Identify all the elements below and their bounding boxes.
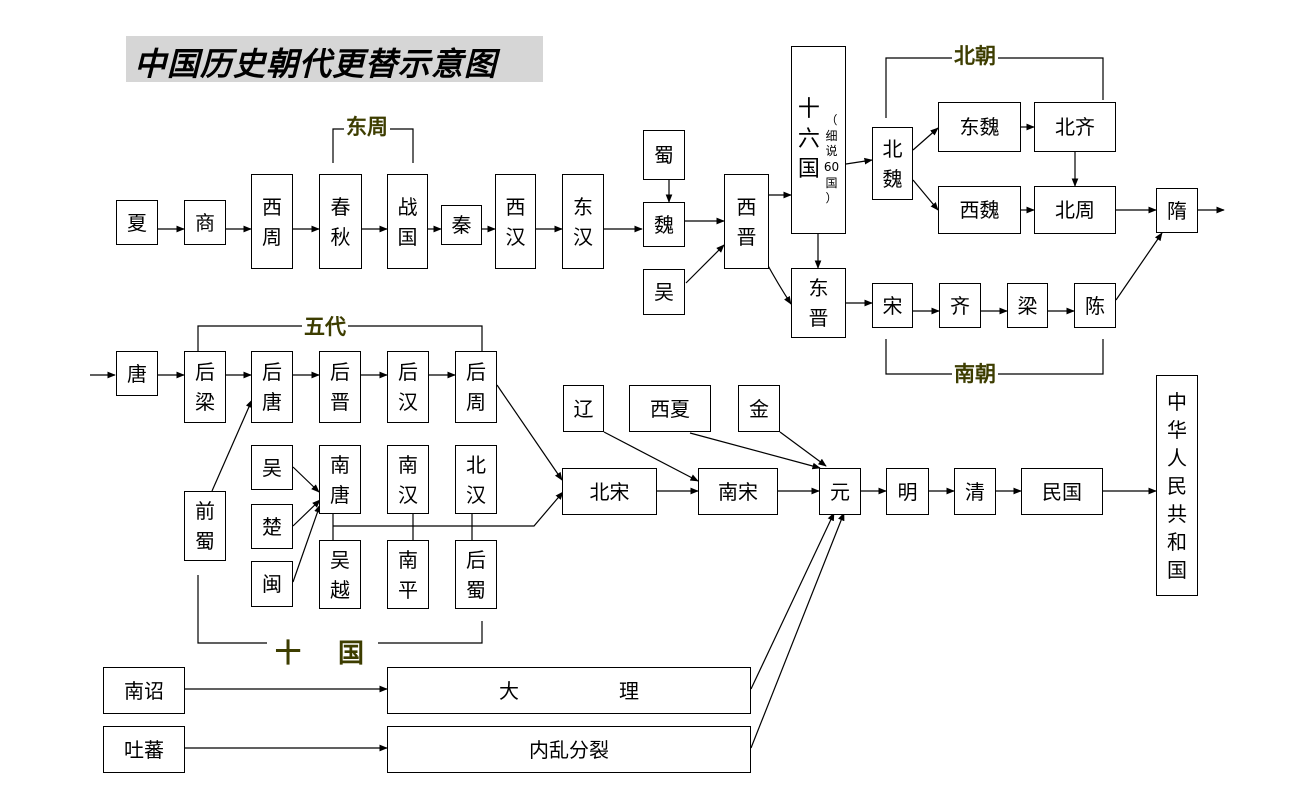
node-houshu: 后 蜀: [455, 540, 497, 609]
arrow-chu-nantang: [292, 499, 321, 527]
arrow-shiliuguo-beiwei: [845, 157, 873, 165]
node-houhan: 后 汉: [387, 351, 429, 423]
node-chunqiu: 春 秋: [319, 174, 362, 269]
group-label-beichao: 北朝: [952, 40, 998, 70]
node-jin: 金: [738, 385, 780, 432]
node-xiwei: 西魏: [938, 186, 1021, 234]
node-qing: 清: [954, 468, 996, 515]
group-label-dongzhou: 东周: [344, 111, 390, 141]
node-dongwei: 东魏: [938, 102, 1021, 152]
arrow-houzhou-beisong: [496, 384, 563, 481]
node-wu-ten: 吴: [251, 445, 293, 490]
node-xixia: 西夏: [629, 385, 711, 432]
node-nansong: 南宋: [698, 468, 778, 515]
node-beizhou: 北周: [1034, 186, 1116, 234]
node-wuyue: 吴 越: [319, 540, 361, 609]
node-song-s: 宋: [872, 283, 913, 328]
node-min-ten: 闽: [251, 561, 293, 607]
group-label-wudai: 五代: [302, 311, 348, 341]
arrow-min-nantang: [292, 504, 321, 583]
diagram-title: 中国历史朝代更替示意图: [134, 45, 498, 83]
node-shu: 蜀: [643, 130, 685, 180]
node-beiqi: 北齐: [1034, 102, 1116, 152]
node-xia: 夏: [116, 200, 158, 245]
node-chen-s: 陈: [1074, 283, 1116, 328]
node-houliang: 后 梁: [184, 351, 226, 423]
node-minguo: 民国: [1021, 468, 1103, 515]
node-xijin: 西 晋: [724, 174, 769, 269]
node-nanzhao: 南诏: [103, 667, 185, 714]
arrow-jin-yuan: [779, 431, 827, 467]
title-banner: 中国历史朝代更替示意图: [126, 36, 543, 83]
node-xizhou: 西 周: [251, 174, 293, 269]
arrow-neiluan-yuan: [750, 512, 845, 749]
arrow-qianshu-houtang: [211, 399, 253, 492]
arrow-wu-nantang: [292, 466, 320, 493]
node-shiliuguo-note: （ 细 说 60 国 ）: [823, 113, 840, 206]
node-shang: 商: [184, 200, 226, 245]
node-xihan: 西 汉: [495, 174, 536, 269]
arrow-beiwei-dongwei: [912, 127, 939, 151]
arrow-beiwei-xiwei: [912, 179, 939, 211]
node-qianshu: 前 蜀: [184, 491, 226, 561]
node-nantang: 南 唐: [319, 445, 361, 514]
node-houjin: 后 晋: [319, 351, 361, 423]
arrow-wu-xijin: [685, 244, 725, 284]
arrow-dali-yuan: [750, 512, 835, 690]
node-tubo: 吐蕃: [103, 726, 185, 773]
group-label-nanchao: 南朝: [952, 358, 998, 388]
arrow-ten-beisong: [333, 491, 564, 527]
node-qi-s: 齐: [939, 283, 981, 328]
node-tang: 唐: [116, 351, 158, 396]
node-liao: 辽: [563, 385, 604, 432]
node-houtang: 后 唐: [251, 351, 293, 423]
node-nanping: 南 平: [387, 540, 429, 609]
node-zhanguo: 战 国: [387, 174, 428, 269]
arrow-chen-sui: [1115, 232, 1163, 301]
arrow-xijin-dongjin: [765, 261, 792, 305]
node-wu: 吴: [643, 269, 685, 315]
node-wei: 魏: [643, 202, 685, 247]
node-shiliuguo: 十 六 国 （ 细 说 60 国 ）: [791, 46, 846, 234]
node-beiwei: 北 魏: [872, 127, 913, 200]
node-beisong: 北宋: [562, 468, 657, 515]
node-houzhou: 后 周: [455, 351, 497, 423]
node-donghan: 东 汉: [562, 174, 604, 269]
node-nanhan: 南 汉: [387, 445, 429, 514]
node-shiliuguo-label: 十 六 国: [797, 97, 820, 182]
node-prc: 中 华 人 民 共 和 国: [1156, 375, 1198, 596]
node-qin: 秦: [441, 205, 482, 245]
node-ming: 明: [886, 468, 929, 515]
arrow-liao-nansong: [603, 431, 699, 482]
node-liang-s: 梁: [1007, 283, 1048, 328]
node-dongjin: 东 晋: [791, 268, 846, 338]
node-sui: 隋: [1156, 188, 1198, 233]
node-dali: 大 理: [387, 667, 751, 714]
node-chu-ten: 楚: [251, 504, 293, 549]
node-yuan: 元: [819, 468, 861, 515]
group-label-shiguo: 十 国: [267, 633, 379, 670]
arrow-xixia-yuan: [689, 432, 821, 470]
node-neiluan: 内乱分裂: [387, 726, 751, 773]
node-beihan: 北 汉: [455, 445, 497, 514]
